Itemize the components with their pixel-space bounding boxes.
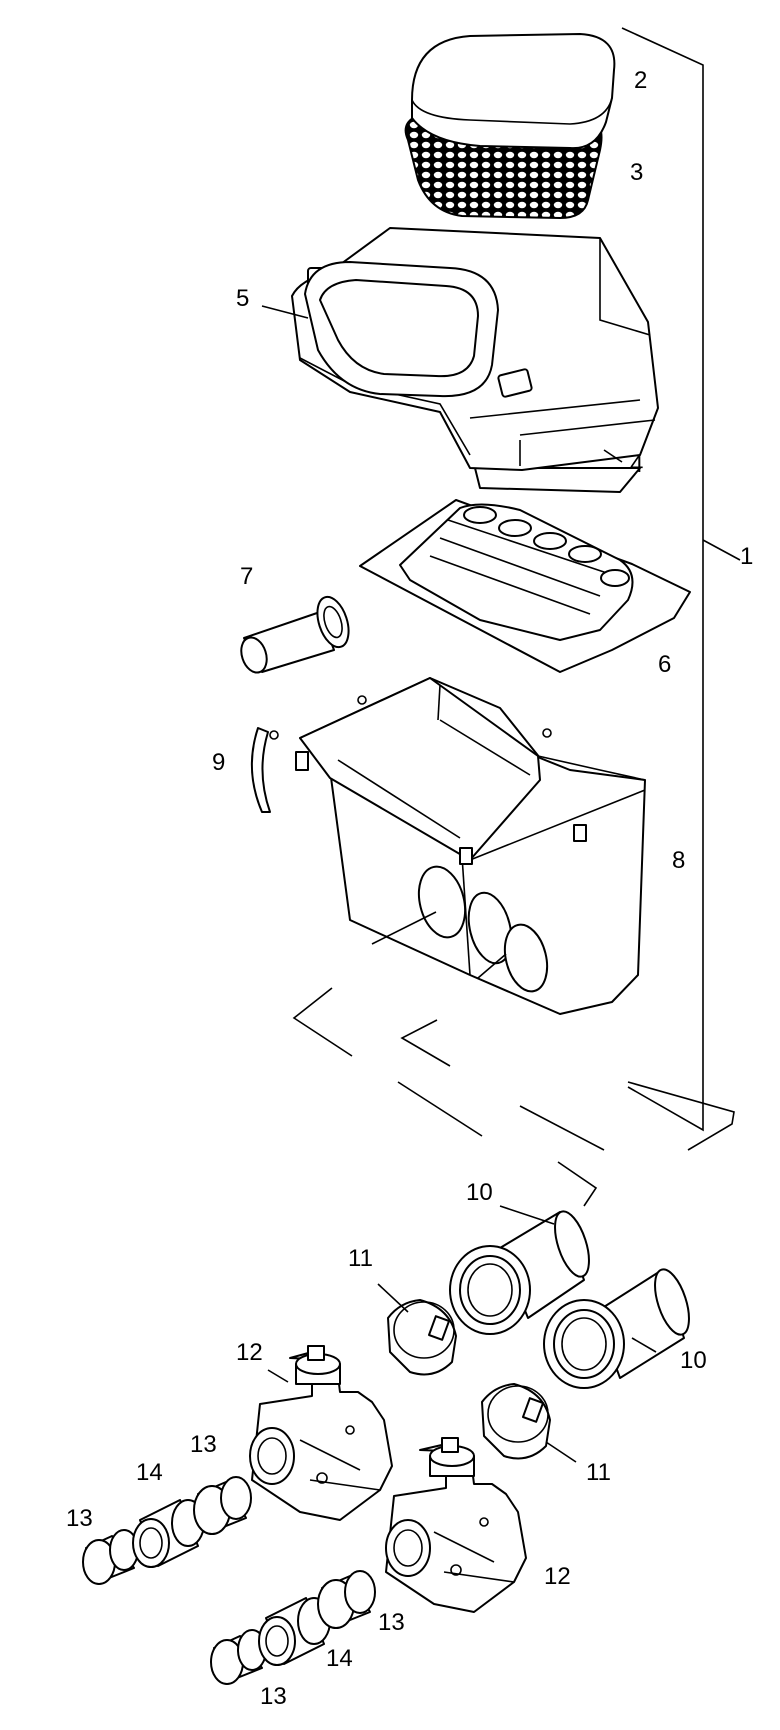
part-7-plug <box>240 595 350 674</box>
callout-labels: 1 2 3 4 5 6 7 8 9 10 10 11 11 12 12 13 1… <box>66 67 753 1710</box>
label-6: 6 <box>658 651 671 678</box>
part-10-intake-boot-lower <box>543 1268 690 1389</box>
assembly-bracket <box>621 27 741 1132</box>
label-10-lower: 10 <box>680 1347 707 1374</box>
label-13-a: 13 <box>66 1505 93 1532</box>
part-2-filter-sponge <box>411 33 616 150</box>
part-13-clamp-3 <box>210 1629 267 1685</box>
label-9: 9 <box>212 749 225 776</box>
label-11-lower: 11 <box>586 1459 611 1486</box>
part-11-clamp-lower <box>481 1383 551 1460</box>
label-1: 1 <box>740 543 753 570</box>
part-6-filter-base <box>359 499 691 673</box>
part-10-intake-boot-upper <box>449 1210 590 1335</box>
part-12-carburetor-upper <box>249 1345 393 1521</box>
part-8-airbox-housing <box>295 677 646 1015</box>
label-13-b: 13 <box>190 1431 217 1458</box>
part-13-clamp-4 <box>317 1570 376 1629</box>
part-14-joint-2 <box>258 1597 331 1666</box>
label-5: 5 <box>236 285 249 312</box>
label-3: 3 <box>630 159 643 186</box>
label-12-lower: 12 <box>544 1563 571 1590</box>
label-14-b: 14 <box>326 1645 353 1672</box>
label-4: 4 <box>630 451 643 478</box>
part-13-clamp-1 <box>82 1529 139 1585</box>
label-14-a: 14 <box>136 1459 163 1486</box>
part-9-clip <box>250 727 279 813</box>
assembly-path-lines <box>292 987 735 1207</box>
label-13-c: 13 <box>378 1609 405 1636</box>
part-12-carburetor-lower <box>385 1437 527 1613</box>
label-8: 8 <box>672 847 685 874</box>
part-5-lid-gasket <box>304 261 499 398</box>
label-7: 7 <box>240 563 253 590</box>
label-11-upper: 11 <box>348 1245 373 1272</box>
part-11-clamp-upper <box>387 1299 457 1376</box>
label-13-d: 13 <box>260 1683 287 1710</box>
label-12-upper: 12 <box>236 1339 263 1366</box>
label-10-upper: 10 <box>466 1179 493 1206</box>
leader-lines <box>261 305 657 1463</box>
part-13-clamp-2 <box>193 1476 252 1535</box>
label-2: 2 <box>634 67 647 94</box>
